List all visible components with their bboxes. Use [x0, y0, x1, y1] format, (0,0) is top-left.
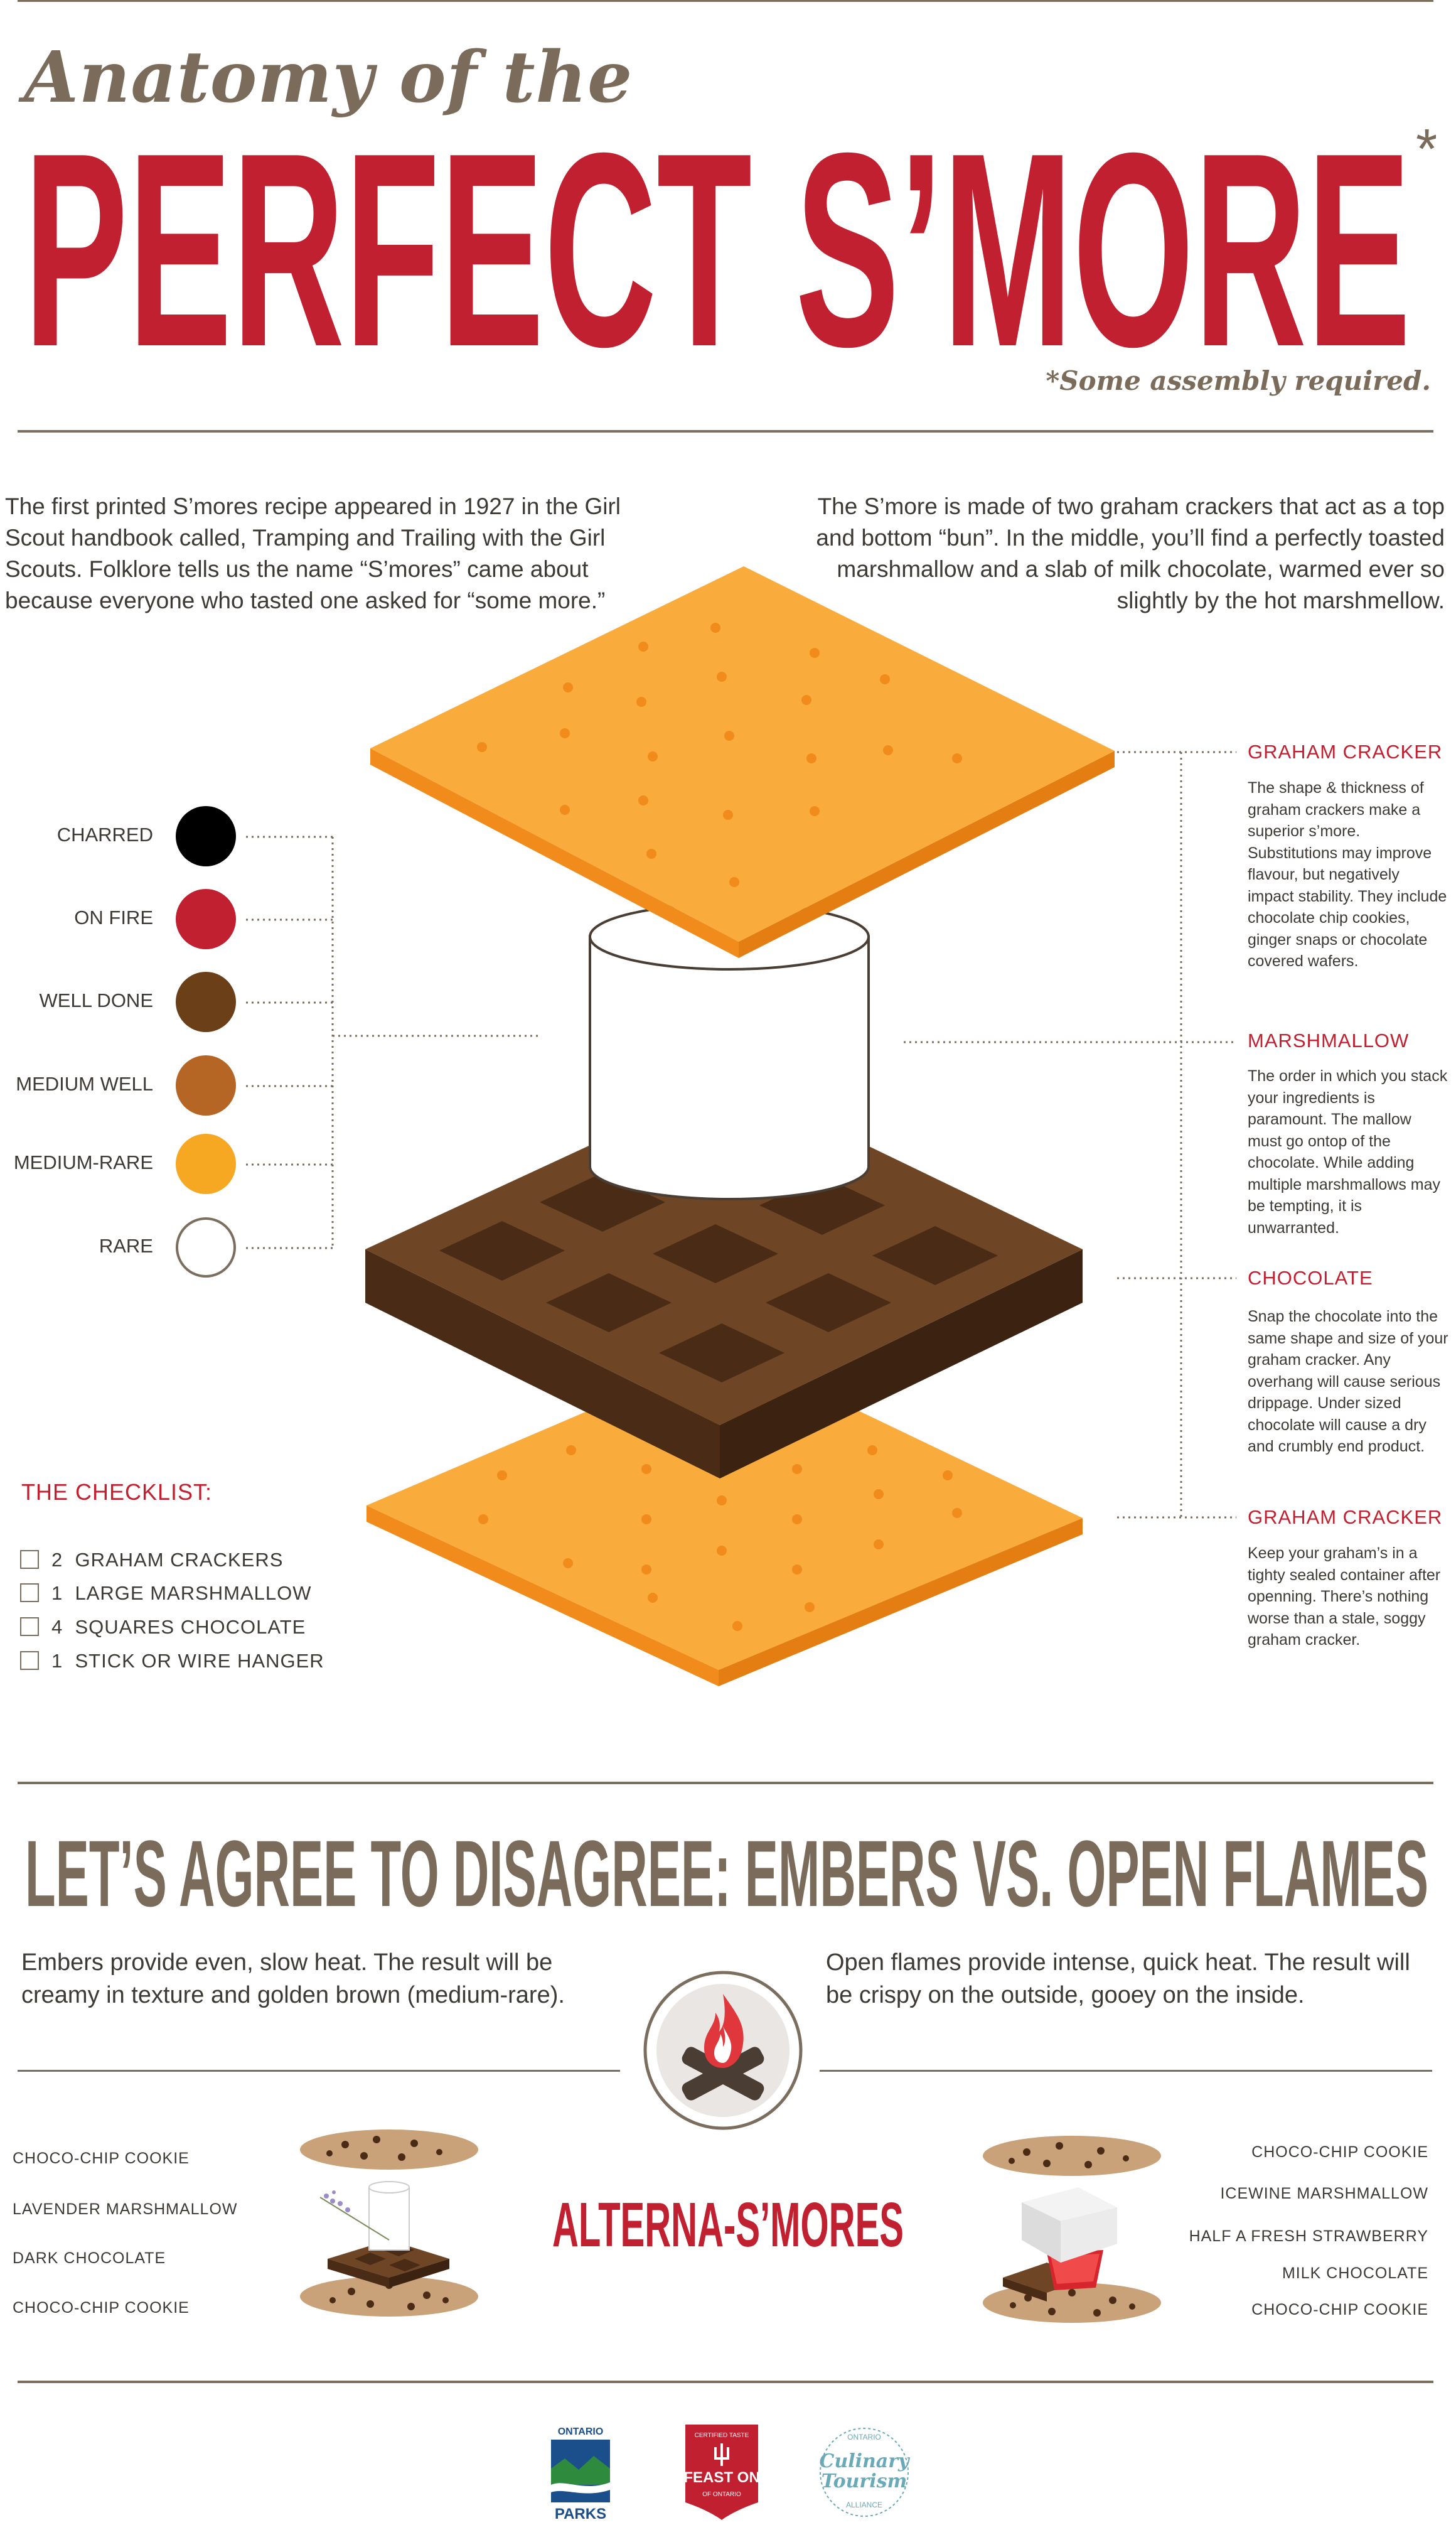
alterna-right-item: ICEWINE MARSHMALLOW [1220, 2185, 1428, 2202]
checkbox[interactable] [20, 1651, 39, 1670]
alterna-right-item: MILK CHOCOLATE [1282, 2264, 1428, 2282]
alterna-title: ALTERNA-S’MORES [552, 2190, 904, 2260]
intro-left: The first printed S’mores recipe appeare… [5, 493, 621, 613]
doneness-label: RARE [99, 1235, 153, 1257]
feast-on-logo: CERTIFIED TASTE FEAST ON OF ONTARIO [683, 2425, 760, 2520]
flame-divider-right [820, 2070, 1432, 2072]
culinary-tourism-bottom: ALLIANCE [846, 2501, 882, 2509]
alterna-smore-left [300, 2129, 478, 2317]
intro-right: The S’more is made of two graham cracker… [816, 493, 1445, 613]
alterna-title-text: ALTERNA-S’MORES [552, 2190, 904, 2260]
campfire-icon [643, 1971, 803, 2130]
ontario-parks-bottom: PARKS [555, 2506, 606, 2522]
checklist-label: STICK OR WIRE HANGER [75, 1650, 324, 1672]
checklist-item[interactable]: 1 LARGE MARSHMALLOW [20, 1582, 312, 1605]
checklist-qty: 2 [51, 1549, 63, 1571]
embers-text: Embers provide even, slow heat. The resu… [21, 1949, 565, 2008]
alterna-smore-right [983, 2136, 1161, 2323]
flames-text: Open flames provide intense, quick heat.… [826, 1949, 1410, 2008]
doneness-dot-well-done [176, 972, 236, 1032]
doneness-dot-on-fire [176, 889, 236, 949]
doneness-label: MEDIUM WELL [16, 1073, 153, 1095]
title-script: Anatomy of the [24, 36, 633, 119]
culinary-tourism-logo: ONTARIO Culinary Tourism ALLIANCE [820, 2428, 911, 2517]
alterna-right-item: CHOCO-CHIP COOKIE [1251, 2143, 1428, 2161]
ontario-parks-logo: ONTARIO PARKS [551, 2426, 610, 2522]
checklist-label: SQUARES CHOCOLATE [75, 1616, 306, 1638]
part-title-chocolate: CHOCOLATE [1248, 1267, 1373, 1289]
doneness-dot-charred [176, 806, 236, 866]
feast-on-bottom: OF ONTARIO [702, 2491, 741, 2498]
part-title-graham-bottom: GRAHAM CRACKER [1248, 1506, 1443, 1528]
doneness-label: ON FIRE [74, 907, 153, 929]
alterna-left-item: CHOCO-CHIP COOKIE [13, 2299, 190, 2317]
bottom-graham-cracker [367, 1350, 1083, 1686]
subtitle: *Some assembly required. [1046, 365, 1431, 396]
part-desc-chocolate: Snap the chocolate into the same shape a… [1248, 1308, 1448, 1455]
doneness-label: WELL DONE [39, 989, 153, 1011]
part-title-graham-top: GRAHAM CRACKER [1248, 741, 1443, 763]
checklist-item[interactable]: 2 GRAHAM CRACKERS [20, 1549, 283, 1571]
culinary-tourism-main2: Tourism [822, 2470, 907, 2492]
doneness-dot-medium-rare [176, 1134, 236, 1194]
section-heading-text: LET’S AGREE TO DISAGREE: EMBERS VS. OPEN… [25, 1821, 1428, 1920]
section-rule [18, 1782, 1433, 1784]
top-rule [18, 0, 1433, 2]
part-desc-graham-bottom: Keep your graham’s in a tighty sealed co… [1248, 1544, 1441, 1649]
checklist-qty: 1 [51, 1650, 63, 1672]
checkbox[interactable] [20, 1583, 39, 1602]
section-heading: LET’S AGREE TO DISAGREE: EMBERS VS. OPEN… [25, 1821, 1428, 1920]
checkbox[interactable] [20, 1617, 39, 1636]
doneness-dot-rare [176, 1217, 236, 1278]
doneness-dot-medium-well [176, 1055, 236, 1116]
part-desc-marshmallow: The order in which you stack your ingred… [1248, 1067, 1448, 1237]
checklist-qty: 1 [51, 1582, 63, 1604]
culinary-tourism-main1: Culinary [820, 2450, 911, 2472]
checklist-item[interactable]: 4 SQUARES CHOCOLATE [20, 1616, 306, 1639]
checklist-label: GRAHAM CRACKERS [75, 1549, 284, 1571]
title-asterisk: * [1416, 118, 1436, 181]
ontario-parks-top: ONTARIO [558, 2426, 604, 2437]
culinary-tourism-top: ONTARIO [847, 2433, 881, 2442]
smore-illustration [246, 566, 1236, 1686]
checklist-qty: 4 [51, 1616, 63, 1638]
header-rule [18, 430, 1433, 433]
doneness-label: CHARRED [56, 824, 153, 846]
checkbox[interactable] [20, 1550, 39, 1569]
alterna-right-item: CHOCO-CHIP COOKIE [1251, 2301, 1428, 2318]
part-title-marshmallow: MARSHMALLOW [1248, 1030, 1410, 1052]
flame-divider-left [18, 2070, 620, 2072]
alterna-left-item: DARK CHOCOLATE [13, 2249, 166, 2267]
checklist-item[interactable]: 1 STICK OR WIRE HANGER [20, 1650, 324, 1672]
feast-on-top: CERTIFIED TASTE [695, 2432, 749, 2439]
doneness-label: MEDIUM-RARE [13, 1151, 153, 1173]
alterna-left-item: CHOCO-CHIP COOKIE [13, 2150, 190, 2167]
checklist-label: LARGE MARSHMALLOW [75, 1582, 312, 1604]
alterna-left-item: LAVENDER MARSHMALLOW [13, 2200, 238, 2218]
alterna-right-item: HALF A FRESH STRAWBERRY [1189, 2227, 1428, 2245]
footer-rule [18, 2381, 1433, 2383]
checklist-title: THE CHECKLIST: [21, 1479, 213, 1505]
page-title-text: PERFECT S’MORE [24, 112, 1411, 357]
part-desc-graham-top: The shape & thickness of graham crackers… [1248, 779, 1447, 970]
parts-connectors [904, 751, 1236, 1519]
top-graham-cracker [370, 566, 1115, 958]
doneness-connectors [246, 836, 540, 1249]
page-title: PERFECT S’MORE * [24, 112, 1436, 357]
feast-on-main: FEAST ON [683, 2469, 759, 2486]
